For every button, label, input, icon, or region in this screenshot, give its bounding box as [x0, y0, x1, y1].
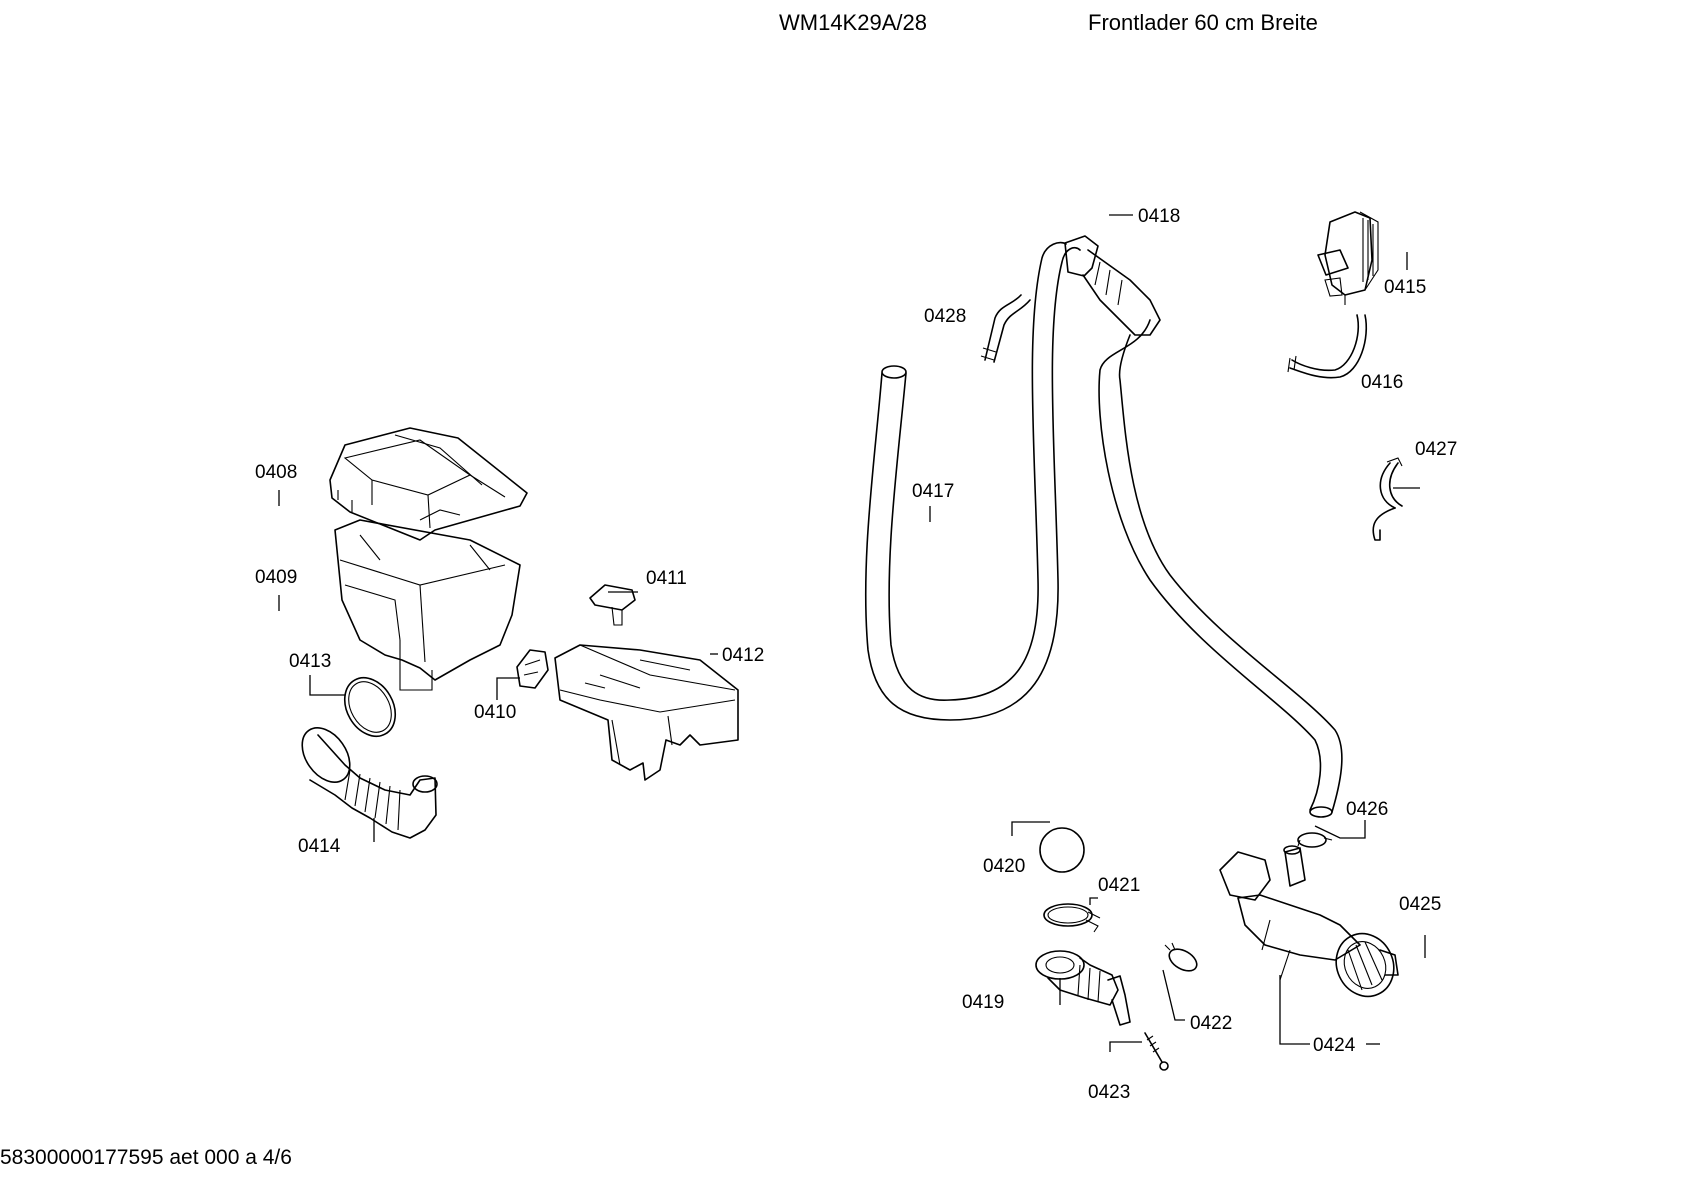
model-description: Frontlader 60 cm Breite [1088, 10, 1318, 35]
part-0410-drawing[interactable] [516, 649, 549, 689]
part-0426-drawing[interactable] [1297, 832, 1333, 848]
part-0419-drawing[interactable] [1035, 950, 1131, 1026]
label-0422[interactable]: 0422 [1190, 1013, 1232, 1034]
label-0428[interactable]: 0428 [924, 306, 966, 327]
part-0420-drawing[interactable] [1039, 827, 1085, 873]
label-0413[interactable]: 0413 [289, 651, 331, 672]
leader-lines [278, 214, 1426, 1052]
label-0409[interactable]: 0409 [255, 567, 297, 588]
label-0417[interactable]: 0417 [912, 481, 954, 502]
part-0411-drawing[interactable] [589, 584, 636, 626]
label-0423[interactable]: 0423 [1088, 1082, 1130, 1103]
part-0409-drawing[interactable] [334, 519, 521, 691]
label-0424[interactable]: 0424 [1313, 1035, 1356, 1056]
part-0421-drawing[interactable] [1043, 903, 1101, 933]
part-0425-drawing[interactable] [1219, 845, 1404, 1006]
part-0415-drawing[interactable] [1317, 211, 1379, 305]
label-0418[interactable]: 0418 [1138, 206, 1180, 227]
part-0427-drawing[interactable] [1372, 457, 1403, 541]
document-id-footer: 58300000177595 aet 000 a 4/6 [0, 1146, 292, 1169]
label-0412[interactable]: 0412 [722, 645, 764, 666]
label-0426[interactable]: 0426 [1346, 799, 1388, 820]
part-0414-drawing[interactable] [292, 719, 438, 839]
label-0408[interactable]: 0408 [255, 462, 297, 483]
part-0423-drawing[interactable] [1144, 1032, 1169, 1071]
part-0412-drawing[interactable] [554, 644, 739, 781]
part-labels: 0408 0409 0410 0411 0412 0413 0414 0415 … [255, 206, 1457, 1103]
label-0410[interactable]: 0410 [474, 702, 516, 723]
label-0415[interactable]: 0415 [1384, 277, 1426, 298]
label-0419[interactable]: 0419 [962, 992, 1004, 1013]
part-0413-drawing[interactable] [335, 669, 406, 746]
label-0421[interactable]: 0421 [1098, 875, 1140, 896]
model-number: WM14K29A/28 [779, 10, 927, 35]
part-0408-drawing[interactable] [329, 427, 528, 541]
part-0422-drawing[interactable] [1164, 942, 1200, 975]
label-0411[interactable]: 0411 [646, 568, 687, 589]
part-0418-drawing[interactable] [1064, 235, 1343, 818]
label-0414[interactable]: 0414 [298, 836, 341, 857]
part-0417-drawing[interactable] [864, 241, 1081, 721]
label-0420[interactable]: 0420 [983, 856, 1025, 877]
part-0428-drawing[interactable] [980, 294, 1031, 363]
label-0416[interactable]: 0416 [1361, 372, 1403, 393]
label-0425[interactable]: 0425 [1399, 894, 1441, 915]
label-0427[interactable]: 0427 [1415, 439, 1457, 460]
part-0416-drawing[interactable] [1287, 314, 1367, 379]
